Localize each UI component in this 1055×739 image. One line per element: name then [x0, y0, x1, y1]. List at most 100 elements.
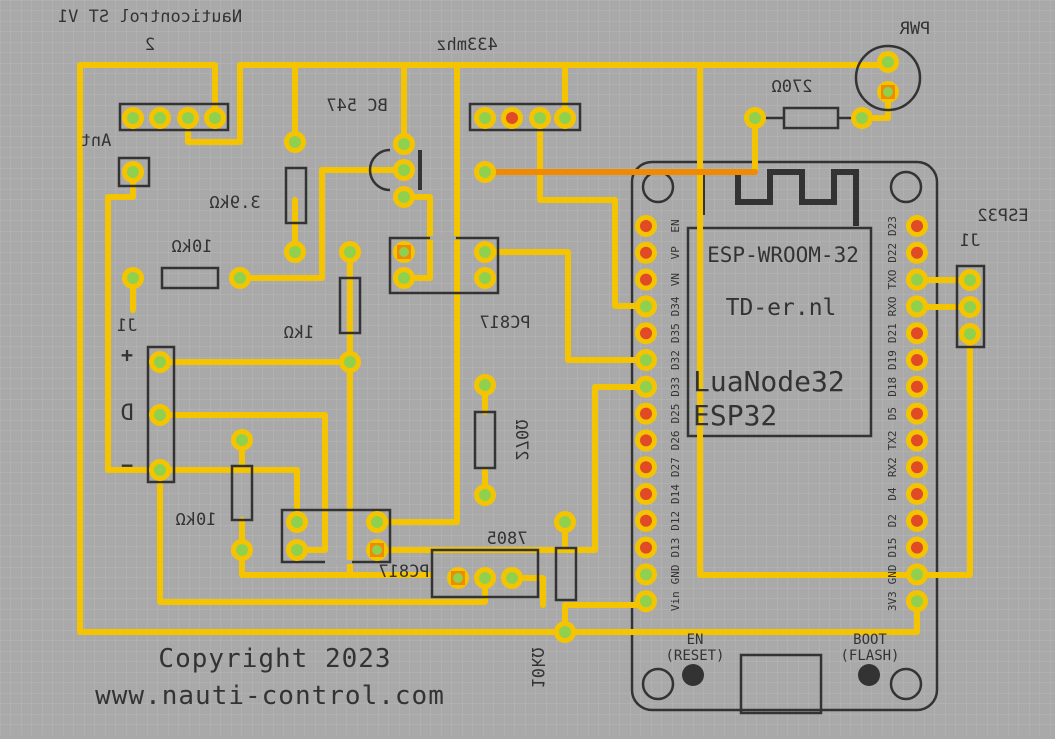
module-site-label: TD-er.nl [726, 295, 837, 321]
module-pin-right [906, 563, 928, 586]
module-pin-label-right: TXO [886, 270, 899, 290]
module-pin-left [635, 483, 657, 505]
en-button[interactable] [682, 664, 704, 686]
pad [474, 267, 496, 289]
module-pin-label-right: GND [886, 564, 899, 584]
label-ant: Ant [81, 131, 112, 151]
pad [204, 107, 226, 129]
pad [149, 459, 171, 481]
pad [393, 133, 415, 155]
label-header-2: 2 [145, 35, 155, 55]
module-pin-label-left: D27 [669, 457, 682, 477]
module-pin-left [635, 456, 657, 479]
label-1k: 1kΩ [284, 323, 315, 343]
module-pin-label-right: D22 [886, 243, 899, 263]
module-pin-label-left: D33 [669, 377, 682, 397]
pad [149, 404, 171, 426]
en-button-sublabel: (RESET) [665, 648, 724, 664]
module-pin-left [635, 215, 657, 237]
pads [122, 51, 981, 643]
pad [877, 51, 899, 73]
resistors [160, 106, 862, 602]
pad [554, 511, 576, 533]
module-pin-label-right: 3V3 [886, 591, 899, 611]
silkscreen-text: Nauticontrol ST V1 2 433mhz PWR Ant BC 5… [58, 7, 1029, 711]
pad [339, 351, 361, 373]
module-pin-left [635, 429, 657, 452]
pad [393, 186, 415, 208]
module-pin-right [906, 322, 928, 345]
label-plus: + [121, 343, 133, 367]
pad-square [366, 539, 388, 561]
pad [149, 351, 171, 373]
module-pin-right [906, 268, 928, 291]
label-pwr: PWR [899, 19, 930, 39]
pad [554, 621, 576, 643]
module-pin-right [906, 429, 928, 452]
module-pin-label-left: D25 [669, 404, 682, 424]
module-pin-left [635, 536, 657, 559]
pwr-led-outline [854, 44, 922, 112]
copyright-text: Copyright 2023 [158, 644, 391, 674]
pad [122, 267, 144, 289]
module-pin-right [906, 241, 928, 264]
pad [529, 107, 551, 129]
module-pin-right [906, 295, 928, 318]
website-text: www.nauti-control.com [95, 681, 445, 711]
resistor-10k-left [160, 266, 220, 290]
pad [554, 107, 576, 129]
module-pin-label-right: RX2 [886, 457, 899, 477]
label-j1-left: J1 [117, 316, 137, 336]
module-pin-left [635, 563, 657, 586]
module-name-2: ESP32 [693, 399, 777, 432]
pad [959, 323, 981, 345]
module-pin-left [635, 375, 657, 398]
label-7805: 7805 [487, 529, 528, 549]
module-pin-right [906, 349, 928, 371]
pad [474, 374, 496, 396]
module-pin-label-right: D23 [886, 216, 899, 236]
module-pin-left [635, 295, 657, 318]
module-pin-left [635, 590, 657, 613]
module-pin-right [906, 590, 928, 613]
module-pin-label-left: GND [669, 564, 682, 584]
label-10k-lower: 10kΩ [176, 510, 217, 530]
module-pin-label-right: D19 [886, 350, 899, 370]
module-pin-label-left: VN [669, 273, 682, 286]
pad [474, 567, 496, 589]
boot-button[interactable] [858, 664, 880, 686]
label-esp32: ESP32 [977, 206, 1028, 226]
resistor-10k-lower [230, 464, 254, 522]
label-d: D [120, 401, 133, 426]
resistor-10k-bottom [554, 546, 578, 602]
module-pin-label-left: D32 [669, 350, 682, 370]
resistor-1k [338, 276, 362, 335]
label-10k-left: 10kΩ [172, 237, 213, 257]
module-pin-left [635, 322, 657, 345]
pad [959, 269, 981, 291]
label-bc547: BC 547 [326, 96, 387, 116]
label-j1-right: J1 [960, 231, 980, 251]
module-pin-right [906, 215, 928, 237]
pad [231, 539, 253, 561]
pad [474, 484, 496, 506]
module-name-1: LuaNode32 [693, 365, 845, 398]
antenna-pin [117, 156, 151, 188]
module-pin-label-left: EN [669, 219, 682, 232]
pad [231, 429, 253, 451]
label-3k9: 3.9kΩ [209, 193, 260, 213]
module-pin-label-left: D35 [669, 323, 682, 343]
module-pin-labels: ENVPVND34D35D32D33D25D26D27D14D12D13GNDV… [669, 216, 899, 611]
pad [474, 241, 496, 263]
module-chip-label: ESP-WROOM-32 [707, 243, 859, 267]
label-10k-bottom: 10kΩ [527, 648, 547, 689]
boot-button-sublabel: (FLASH) [840, 648, 899, 664]
pad [339, 241, 361, 263]
pad [284, 131, 306, 153]
pad [501, 567, 523, 589]
pad [177, 107, 199, 129]
pad [286, 511, 308, 533]
module-pin-label-right: D18 [886, 377, 899, 397]
module-pin-label-right: RXO [886, 296, 899, 316]
